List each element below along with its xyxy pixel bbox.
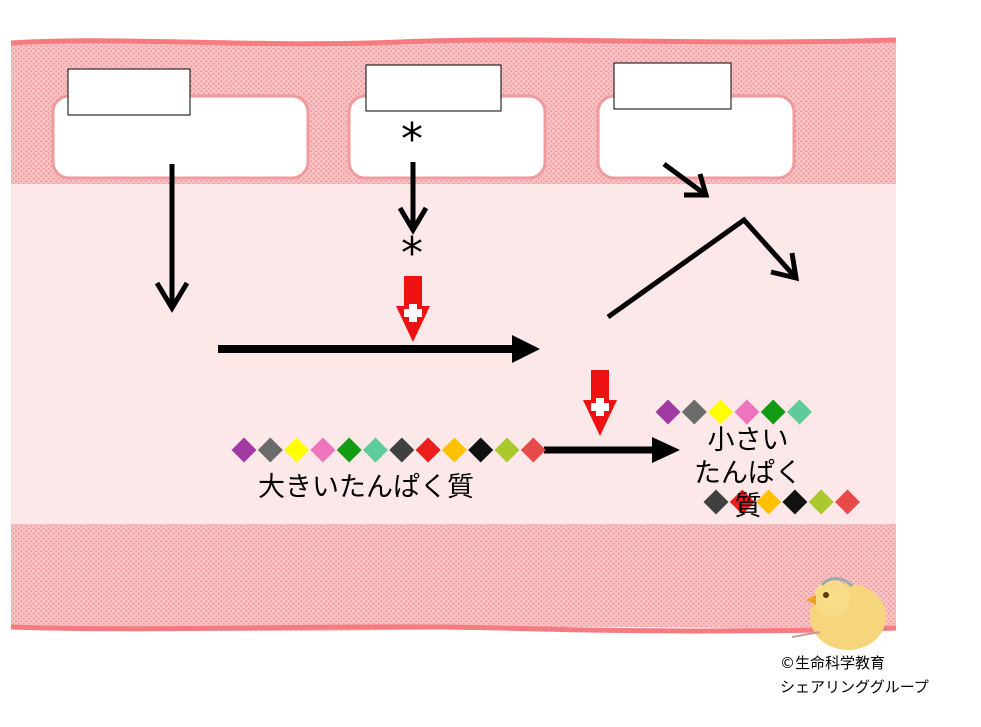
amino-acid-diamond [734, 399, 760, 425]
amino-acid-diamond [681, 399, 707, 425]
amino-acid-diamond [703, 489, 729, 515]
credit-line-1: ©生命科学教育 [780, 654, 886, 672]
amino-acid-diamond [468, 437, 494, 463]
blank-label-left [67, 68, 191, 116]
asterisk-marker-bottom: * [401, 228, 423, 279]
amino-acid-diamond [389, 437, 415, 463]
amino-acid-diamond [310, 437, 336, 463]
arrow-cleavage [544, 437, 680, 463]
amino-acid-diamond [655, 399, 681, 425]
arrow-left-down [154, 164, 190, 313]
activation-arrow-lower [583, 370, 617, 436]
amino-acid-diamond [363, 437, 388, 463]
amino-acid-diamond [787, 399, 812, 425]
small-protein-label: 小さい たんぱく質 [688, 424, 808, 523]
large-protein-chain [231, 437, 546, 463]
amino-acid-diamond [231, 437, 257, 463]
arrow-middle-down [397, 162, 429, 235]
arrow-right-diagonal [662, 161, 710, 198]
blank-label-right [613, 62, 732, 110]
amino-acid-diamond [520, 437, 546, 463]
arrow-horizontal-main [218, 335, 540, 363]
small-protein-label-line1: 小さい [707, 425, 789, 456]
small-protein-label-line2: たんぱく質 [694, 458, 802, 522]
credit-line-2: シェアリンググループ [780, 678, 929, 696]
copyright-credit: ©生命科学教育 シェアリンググループ [780, 651, 929, 699]
lower-membrane-edge [10, 624, 897, 634]
amino-acid-diamond [708, 399, 734, 425]
activation-arrow-upper [396, 276, 430, 342]
amino-acid-diamond [835, 489, 860, 515]
amino-acid-diamond [336, 437, 362, 463]
blank-label-middle [365, 64, 502, 112]
lower-membrane [11, 524, 896, 631]
amino-acid-diamond [782, 489, 808, 515]
large-protein-label: 大きいたんぱく質 [258, 472, 474, 503]
small-protein-chain-bottom [703, 489, 860, 515]
amino-acid-diamond [257, 437, 283, 463]
upper-membrane-edge [10, 37, 897, 47]
amino-acid-diamond [756, 489, 782, 515]
amino-acid-diamond [441, 437, 467, 463]
amino-acid-diamond [729, 489, 755, 515]
small-protein-chain-top [655, 399, 812, 425]
chick-mascot-icon [791, 577, 886, 650]
amino-acid-diamond [808, 489, 834, 515]
amino-acid-diamond [415, 437, 441, 463]
cytoplasm-band [11, 184, 896, 524]
amino-acid-diamond [284, 437, 310, 463]
asterisk-marker-top: * [401, 114, 423, 165]
arrow-bent [606, 216, 800, 320]
amino-acid-diamond [494, 437, 520, 463]
amino-acid-diamond [760, 399, 786, 425]
